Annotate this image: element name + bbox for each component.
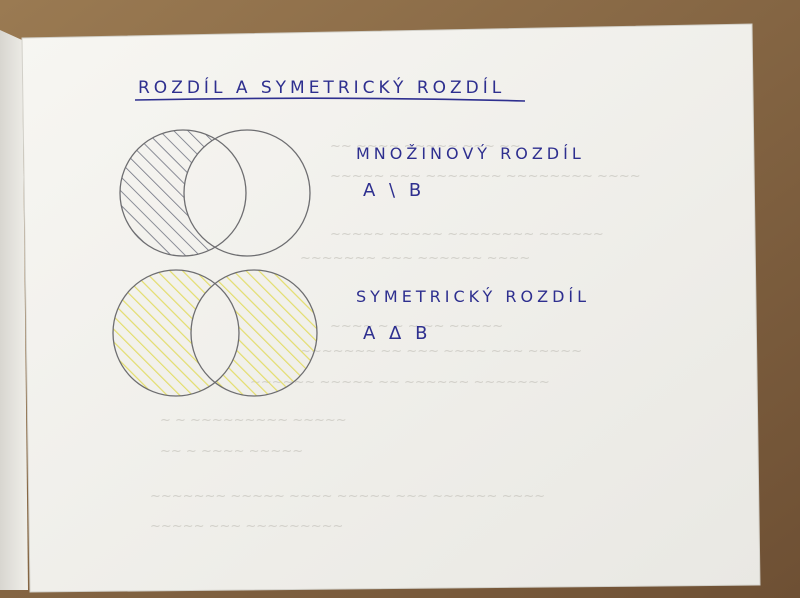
circle-a [119, 129, 247, 257]
left-page-edge [0, 30, 28, 590]
svg-text:~~~~~ ~~~ ~~~~~~~ ~~~~~~~~ ~~~: ~~~~~ ~~~ ~~~~~~~ ~~~~~~~~ ~~~~ [330, 169, 641, 184]
circle-b [183, 129, 311, 257]
svg-text:~~~~ ~ ~ ~ ~~ ~~~~~: ~~~~ ~ ~ ~ ~~ ~~~~~ [330, 319, 503, 334]
venn-symmetric-difference [112, 269, 318, 397]
shaded-region-a-minus-b [120, 130, 246, 256]
bleed-through-text: ~~ ~~~~ ~~~~~ ~~~ ~~ ~~~~~ ~~~ ~~~~~~~ ~… [150, 139, 641, 534]
svg-text:~~~~~~~ ~~~~~ ~~~~ ~~~~~ ~~~ ~: ~~~~~~~ ~~~~~ ~~~~ ~~~~~ ~~~ ~~~~~~ ~~~~ [150, 489, 545, 504]
svg-text:~~~~~~ ~~~~~ ~~ ~~~~~~ ~~~~~~~: ~~~~~~ ~~~~~ ~~ ~~~~~~ ~~~~~~~ [250, 375, 550, 390]
svg-text:~~~~~~~ ~~ ~~~ ~~~~ ~~~ ~~~~~: ~~~~~~~ ~~ ~~~ ~~~~ ~~~ ~~~~~ [300, 344, 582, 359]
svg-text:~~~~~~~ ~~~ ~~~~~~ ~~~~: ~~~~~~~ ~~~ ~~~~~~ ~~~~ [300, 251, 530, 266]
page-heading: ROZDÍL A SYMETRICKÝ ROZDÍL [138, 76, 505, 98]
svg-text:~~~~~ ~~~ ~~~~~~~~~: ~~~~~ ~~~ ~~~~~~~~~ [150, 519, 343, 534]
svg-text:~~ ~ ~~~~ ~~~~~: ~~ ~ ~~~~ ~~~~~ [160, 444, 303, 459]
label-symmetric-difference: SYMETRICKÝ ROZDÍL [356, 287, 590, 306]
svg-text:~~ ~~~~ ~~~~~ ~~~ ~~: ~~ ~~~~ ~~~~~ ~~~ ~~ [330, 139, 521, 154]
svg-text:~~~~~ ~~~~~ ~~~~~~~~ ~~~~~~: ~~~~~ ~~~~~ ~~~~~~~~ ~~~~~~ [330, 227, 604, 242]
heading-underline [134, 97, 526, 102]
circle-b [190, 269, 318, 397]
circle-a [112, 269, 240, 397]
venn-set-difference [119, 129, 311, 257]
label-set-difference: MNOŽINOVÝ ROZDÍL [356, 144, 585, 163]
notation-symmetric-difference: A Δ B [363, 323, 431, 344]
svg-text:~ ~ ~~~~~~~~~: ~ ~ ~~~~~~~~~ ~~~~~ [160, 413, 347, 428]
notation-set-difference: A \ B [363, 180, 425, 201]
shaded-region-b-only [191, 270, 317, 396]
